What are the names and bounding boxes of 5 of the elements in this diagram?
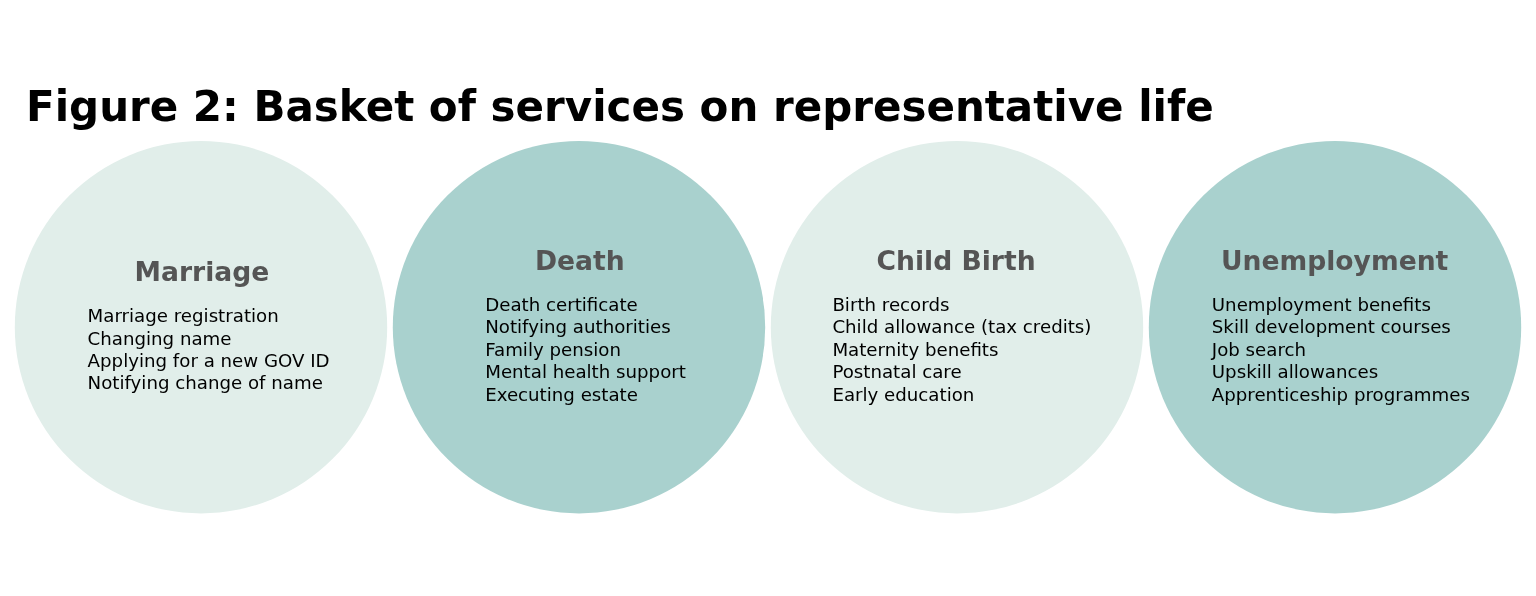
node-circle: Child Birth Birth records Child allowance (tax credits) Maternity benefits Postnatal care Early education [770, 140, 1144, 513]
node-circle: Unemployment Unemployment benefits Skill development courses Job search Upskill allowances Apprenticeship programmes [1148, 140, 1522, 513]
node-circle: Marriage Marriage registration Changing name Applying for a new GOV ID Notifying change of name [14, 140, 388, 513]
node-circle: Death Death certificate Notifying authorities Family pension Mental health support Executing estate [392, 140, 766, 513]
diagram-title: Figure 2: Basket of services on representative life [26, 81, 1214, 131]
